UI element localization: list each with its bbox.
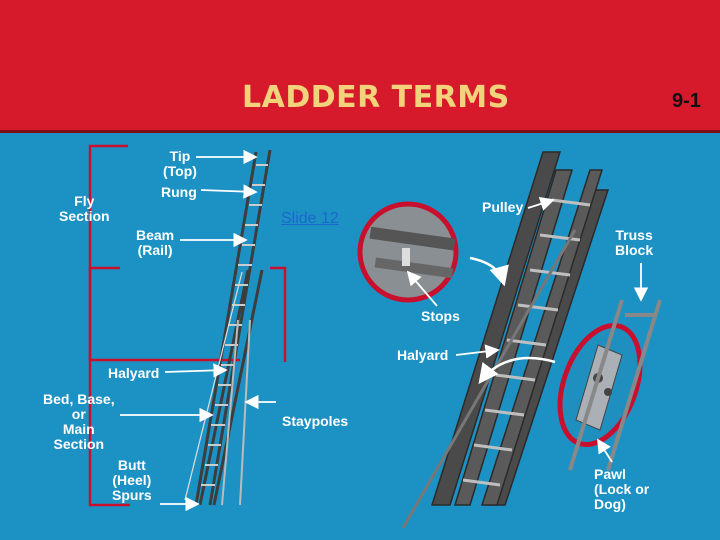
- label-pawl: Pawl (Lock or Dog): [594, 467, 649, 512]
- label-fly-section: Fly Section: [59, 194, 110, 224]
- label-butt: Butt (Heel) Spurs: [112, 458, 152, 503]
- pawl-callout: [545, 314, 655, 455]
- label-beam: Beam (Rail): [136, 228, 174, 258]
- label-staypoles: Staypoles: [282, 414, 348, 429]
- stops-callout: [360, 204, 456, 300]
- label-stops: Stops: [421, 309, 460, 324]
- left-callout-arrows: [120, 157, 276, 504]
- slide-link[interactable]: Slide 12: [281, 210, 339, 228]
- label-truss-block: Truss Block: [615, 228, 653, 258]
- label-pulley: Pulley: [482, 200, 523, 215]
- label-tip: Tip (Top): [163, 149, 197, 179]
- label-bed-base: Bed, Base, or Main Section: [43, 392, 115, 452]
- label-rung: Rung: [161, 185, 197, 200]
- label-halyard-right: Halyard: [397, 348, 448, 363]
- label-halyard-left: Halyard: [108, 366, 159, 381]
- left-ladder: [185, 150, 270, 505]
